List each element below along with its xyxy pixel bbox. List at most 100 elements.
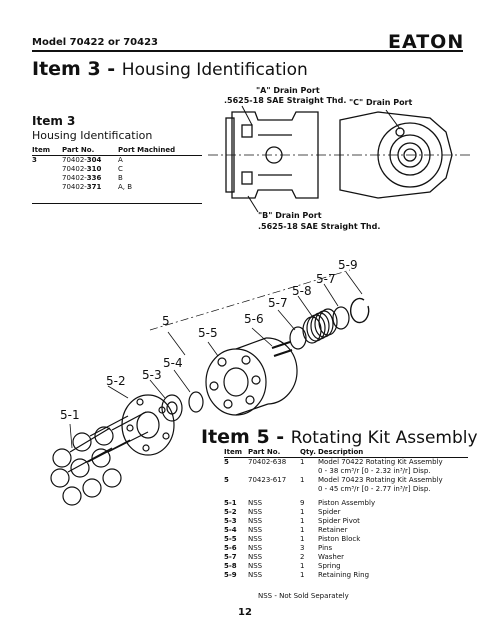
item-cell: 5-5 [224,535,237,543]
part-suffix: 304 [86,156,102,164]
qty-cell: 1 [300,535,305,543]
item3-small-heading: Item 3 [32,114,76,128]
part-prefix: 70402- [62,165,87,173]
description-line: Piston Assembly [318,499,376,507]
item5-heading-light: Rotating Kit Assembly [290,428,478,448]
column-header: Item [32,146,62,156]
item-cell: 5 [224,458,229,466]
callout-5-2: 5-2 [106,374,126,388]
part-prefix: 70402- [62,183,87,191]
callout-5-3: 5-3 [142,368,162,382]
item5-heading-bold: Item 5 - [201,426,291,448]
item-cell: 3 [32,156,37,164]
description-cell: Pins [318,544,468,553]
qty-cell: 1 [300,526,305,534]
column-header: Item [224,448,248,458]
callout-5-1: 5-1 [60,408,80,422]
description-line: Piston Block [318,535,361,543]
description-cell: Spring [318,562,468,571]
item-cell: 5-8 [224,562,237,570]
description-cell: Retainer [318,526,468,535]
description-detail: 0 - 45 cm³/r [0 - 2.77 in³/r] Disp. [318,485,431,493]
table-row: 5-2 NSS 1 Spider [224,508,468,517]
table-row: 5-5 NSS 1 Piston Block [224,535,468,544]
column-header: Description [318,448,468,458]
retainer [188,391,204,413]
description-line: Washer [318,553,345,561]
item-cell: 5-9 [224,571,237,579]
piston-assemblies [50,411,149,506]
nss-footnote: NSS - Not Sold Separately [258,592,349,600]
qty-cell: 9 [300,499,305,507]
table-header-row: Item Part No. Port Machined [32,146,202,156]
washers [289,306,350,350]
part-number-cell: NSS [248,553,263,561]
column-header: Qty. [300,448,318,458]
retaining-ring [349,297,370,324]
spider [121,394,175,456]
table-header-row: Item Part No. Qty. Description [224,448,468,458]
part-number-cell: 70423-617 [248,476,287,484]
description-cell: Spider [318,508,468,517]
qty-cell: 1 [300,508,305,516]
qty-cell: 1 [300,562,305,570]
part-number-cell: NSS [248,535,263,543]
description-cell: Piston Assembly [318,494,468,508]
item3-heading: Item 3 - Housing Identification [32,58,308,80]
piston-block [205,337,298,416]
b-drain-port-label: "B" Drain Port [258,211,322,220]
qty-cell: 2 [300,553,305,561]
part-prefix: 70402- [62,156,87,164]
part-number-cell: 70402-304 [62,156,118,166]
callout-leaders [69,271,363,449]
part-number-cell: 70402-371 [62,183,118,192]
part-number-cell: NSS [248,517,263,525]
description-detail: 0 - 38 cm³/r [0 - 2.32 in³/r] Disp. [318,467,431,475]
model-title: Model 70422 or 70423 [32,37,159,48]
part-prefix: 70402- [62,174,87,182]
port-machined-cell: B [118,174,123,182]
a-drain-port-thread: .5625-18 SAE Straight Thd. [224,96,347,105]
part-number-cell: 70402-310 [62,165,118,174]
eaton-logo: EATON [388,31,462,51]
description-line: Retaining Ring [318,571,370,579]
description-line: Retainer [318,526,348,534]
description-line: Pins [318,544,333,552]
description-line: Spring [318,562,341,570]
page-number: 12 [238,607,252,618]
callout-5-6: 5-6 [244,312,264,326]
part-number-cell: NSS [248,508,263,516]
callout-5-8: 5-8 [292,284,312,298]
port-machined-cell: A, B [118,183,133,191]
c-drain-port-label: "C" Drain Port [349,98,413,107]
a-drain-port-label: "A" Drain Port [256,86,320,95]
port-machined-cell: C [118,165,123,173]
qty-cell: 1 [300,517,305,525]
description-line: Model 70422 Rotating Kit Assembly [318,458,443,466]
item-cell: 5-2 [224,508,237,516]
item-cell: 5-4 [224,526,237,534]
part-number-cell: NSS [248,499,263,507]
description-cell: Spider Pivot [318,517,468,526]
part-number-cell: 70402-336 [62,174,118,183]
qty-cell: 1 [300,571,305,579]
part-suffix: 336 [86,174,102,182]
callout-5-9: 5-9 [338,258,358,272]
callout-5-4: 5-4 [163,356,183,370]
item5-heading: Item 5 - Rotating Kit Assembly [201,426,478,448]
part-suffix: 371 [86,183,102,191]
column-header: Part No. [248,448,300,458]
